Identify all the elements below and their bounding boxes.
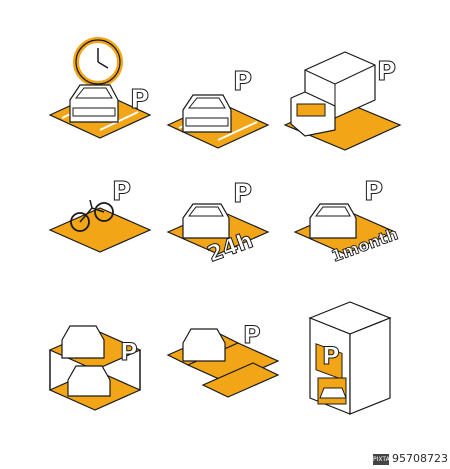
- parking-sign-letter: P: [243, 321, 261, 349]
- car-parking-icon: P: [163, 60, 283, 180]
- parking-building-icon: P: [300, 298, 420, 418]
- truck-parking-icon: P: [283, 40, 405, 160]
- bicycle-parking-icon: P: [40, 170, 160, 290]
- parking-sign-letter: P: [233, 179, 252, 209]
- two-level-parking-icon: P: [40, 300, 160, 420]
- parking-sign-letter: P: [322, 342, 340, 370]
- parking-sign-letter: P: [130, 85, 149, 115]
- pixta-logo: PIXTA: [373, 453, 390, 465]
- parking-sign-letter: P: [377, 57, 396, 87]
- image-id: 95708723: [392, 452, 448, 465]
- parking-sign-letter: P: [233, 67, 252, 97]
- parking-sign-letter: P: [120, 338, 138, 366]
- monthly-parking-icon: P 1month: [290, 172, 410, 292]
- parking-sign-letter: P: [364, 177, 383, 207]
- multi-space-parking-icon: P: [163, 305, 283, 425]
- parking-sign-letter: P: [112, 177, 131, 207]
- clock-car-parking-icon: P: [40, 30, 160, 150]
- 24h-parking-icon: P 24h: [163, 172, 283, 292]
